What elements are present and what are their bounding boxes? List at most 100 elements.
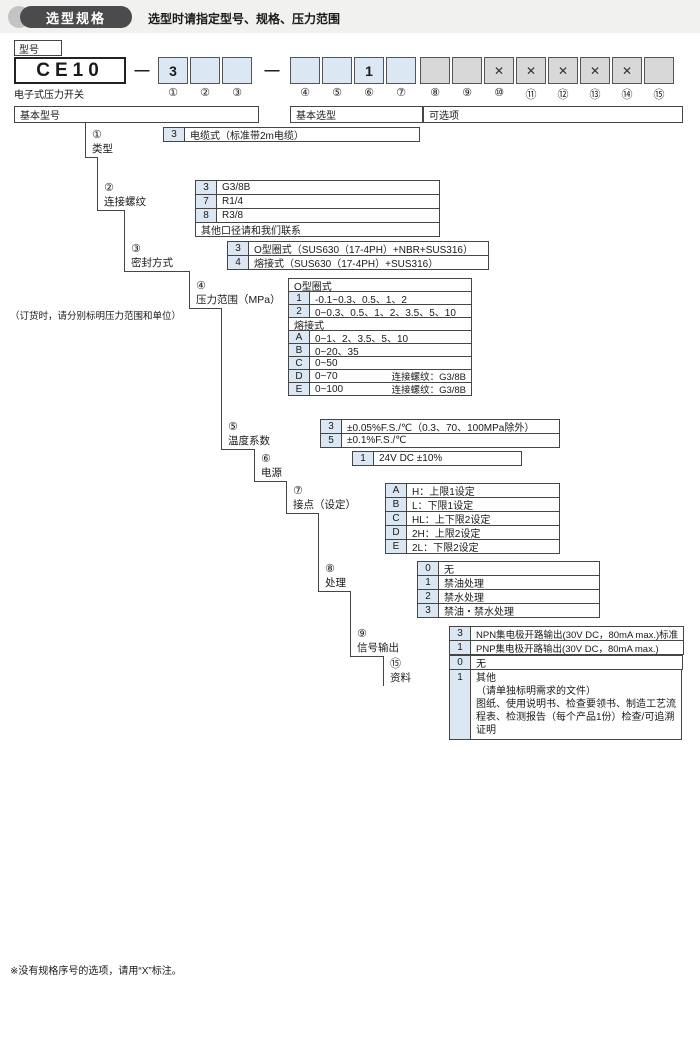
section-subtitle: 选型时请指定型号、规格、压力范围	[148, 12, 341, 26]
option-desc-cell: 0~0.3、0.5、1、2、3.5、5、10	[309, 304, 472, 319]
connector-line	[350, 656, 384, 657]
column-header-basic-selection: 基本选型	[290, 106, 423, 123]
spacer	[126, 86, 158, 100]
block-name: 连接螺纹	[104, 196, 146, 208]
option-block-signal-output: 3 NPN集电极开路输出(30V DC，80mA max.)标准 1 PNP集电…	[449, 626, 685, 655]
model-label: 型号	[14, 40, 62, 56]
option-code-cell: B	[385, 497, 407, 512]
connector-line	[286, 481, 287, 513]
option-row: 1 PNP集电极开路输出(30V DC，80mA max.)	[449, 640, 685, 655]
block-name: 处理	[325, 577, 346, 589]
connector-line	[318, 591, 351, 592]
circled-number-2: ②	[200, 87, 210, 99]
block-num: ④	[196, 280, 206, 292]
option-code-cell: D	[385, 525, 407, 540]
option-desc-cell: 禁油处理	[438, 575, 600, 590]
block-num: ③	[131, 243, 141, 255]
option-row: D 2H：上限2设定	[385, 525, 560, 540]
option-desc-cell: ±0.05%F.S./℃（0.3、70、100MPa除外）	[341, 419, 560, 434]
option-block-treatment: 0 无 1 禁油处理 2 禁水处理 3 禁油・禁水处理	[417, 561, 600, 618]
option-code-cell: 3	[195, 180, 217, 195]
product-name: 电子式压力开关	[14, 89, 84, 101]
model-digit-box-7	[386, 57, 416, 84]
option-desc-cell: L：下限1设定	[406, 497, 560, 512]
connector-line	[85, 157, 98, 158]
column-header-options: 可选项	[423, 106, 683, 123]
block-num: ⑨	[357, 628, 367, 640]
block-label-contact-setting: ⑦ 接点（设定）	[293, 484, 356, 512]
option-block-contact-setting: A H：上限1设定 B L：下限1设定 C HL：上下限2设定 D 2H：上限2…	[385, 483, 560, 554]
option-code-cell: 3	[417, 603, 439, 618]
option-block-type: 3 电缆式（标准带2m电缆）	[163, 127, 420, 142]
option-desc-cell: R1/4	[216, 194, 440, 209]
connector-line	[350, 591, 351, 656]
option-row: D 0~70 连接螺纹：G3/8B	[288, 369, 472, 383]
circled-number-10: ⑩	[494, 87, 504, 99]
block-name: 类型	[92, 143, 113, 155]
block-num: ⑥	[261, 453, 271, 465]
option-fullwidth-cell: 其他口径请和我们联系	[195, 222, 440, 237]
block-name: 接点（设定）	[293, 499, 356, 511]
section-title-badge: 选型规格	[20, 6, 132, 28]
option-row: 5 ±0.1%F.S./℃	[320, 433, 560, 448]
ordering-side-note: （订货时，请分别标明压力范围和单位）	[10, 311, 182, 322]
circled-number-15: ⑮	[653, 89, 665, 101]
option-desc-cell: 电缆式（标准带2m电缆）	[184, 127, 420, 142]
model-digit-box-5	[322, 57, 352, 84]
option-code-cell: E	[288, 382, 310, 396]
option-block-temp-coefficient: 3 ±0.05%F.S./℃（0.3、70、100MPa除外） 5 ±0.1%F…	[320, 419, 560, 448]
option-code-cell: B	[288, 343, 310, 357]
model-digit-box-4	[290, 57, 320, 84]
connector-line	[254, 481, 287, 482]
model-digit-box-10: ✕	[484, 57, 514, 84]
option-code-cell: 2	[417, 589, 439, 604]
option-code-cell: 3	[449, 626, 471, 641]
connector-line	[124, 210, 125, 271]
connector-line	[189, 271, 190, 308]
option-note-text: 连接螺纹：G3/8B	[391, 372, 466, 383]
option-block-pressure-range: O型圈式 1 -0.1~0.3、0.5、1、2 2 0~0.3、0.5、1、2、…	[288, 278, 472, 396]
option-desc-cell: 0~20、35	[309, 343, 472, 358]
option-row: 4 熔接式（SUS630（17-4PH）+SUS316）	[227, 255, 489, 270]
connector-line	[85, 123, 86, 157]
connector-line	[286, 513, 319, 514]
option-row: 3 G3/8B	[195, 180, 440, 195]
block-name: 信号输出	[357, 642, 399, 654]
block-label-power: ⑥ 电源	[261, 452, 282, 480]
block-num: ①	[92, 129, 102, 141]
separator-dash: —	[134, 62, 150, 79]
block-name: 密封方式	[131, 257, 173, 269]
model-digit-box-15	[644, 57, 674, 84]
model-digit-box-14: ✕	[612, 57, 642, 84]
block-num: ⑧	[325, 563, 335, 575]
option-code-cell: 1	[449, 640, 471, 655]
connector-line	[97, 210, 125, 211]
model-digit-box-12: ✕	[548, 57, 578, 84]
block-name: 电源	[261, 467, 282, 479]
column-header-basic-model: 基本型号	[14, 106, 259, 123]
circled-number-9: ⑨	[462, 87, 472, 99]
option-row: 1 禁油处理	[417, 575, 600, 590]
option-desc-cell: HL：上下限2设定	[406, 511, 560, 526]
block-label-signal-output: ⑨ 信号输出	[357, 627, 399, 655]
option-block-power: 1 24V DC ±10%	[352, 451, 522, 466]
footnote: ※没有规格序号的选项，请用“X”标注。	[10, 966, 182, 977]
option-row: 其他口径请和我们联系	[195, 222, 440, 237]
option-desc-cell: 无	[470, 655, 683, 670]
option-row: 7 R1/4	[195, 194, 440, 209]
block-num: ②	[104, 182, 114, 194]
model-digit-box-3	[222, 57, 252, 84]
connector-line	[254, 449, 255, 481]
circled-number-11: ⑪	[525, 89, 537, 101]
option-row: 1 -0.1~0.3、0.5、1、2	[288, 291, 472, 306]
option-note-text: 连接螺纹：G3/8B	[391, 385, 466, 396]
connector-line	[124, 271, 190, 272]
option-code-cell: 7	[195, 194, 217, 209]
option-row: 3 O型圈式（SUS630（17-4PH）+NBR+SUS316）	[227, 241, 489, 256]
option-code-cell: 3	[163, 127, 185, 142]
block-label-pressure-range: ④ 压力范围（MPa）	[196, 279, 281, 307]
model-digit-box-8	[420, 57, 450, 84]
option-row: 3 禁油・禁水处理	[417, 603, 600, 618]
block-label-thread: ② 连接螺纹	[104, 181, 146, 209]
option-desc-cell: 0~100 连接螺纹：G3/8B	[309, 382, 472, 396]
